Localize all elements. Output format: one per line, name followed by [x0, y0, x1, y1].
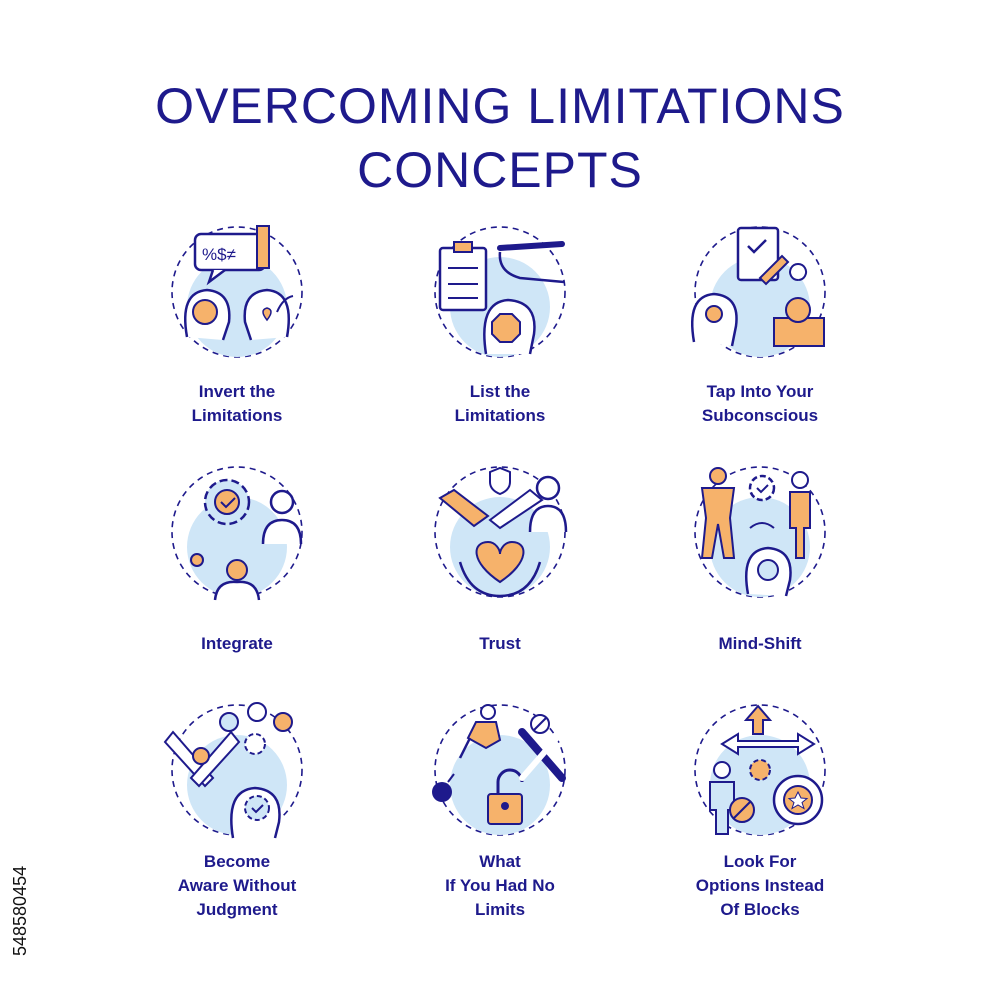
- concept-no-limits: What If You Had No Limits: [350, 700, 650, 930]
- label-line: If You Had No: [445, 876, 555, 895]
- concept-list-limitations: List the Limitations: [350, 222, 650, 437]
- concept-label: Tap Into Your Subconscious: [610, 380, 910, 428]
- page-title-line-2: CONCEPTS: [357, 142, 643, 198]
- handshake-heart-icon: [434, 466, 568, 598]
- concept-invert-limitations: %$≠ Invert the Limitations: [87, 222, 387, 437]
- label-line: Judgment: [196, 900, 278, 919]
- label-line: Of Blocks: [720, 900, 800, 919]
- label-line: Tap Into Your: [706, 382, 814, 401]
- concept-label: What If You Had No Limits: [350, 850, 650, 922]
- label-line: Integrate: [201, 634, 273, 653]
- clipboard-pen-stop-icon: [434, 226, 566, 358]
- person-transform-icon: [694, 466, 826, 598]
- concept-tap-subconscious: Tap Into Your Subconscious: [610, 222, 910, 437]
- concept-label: Look For Options Instead Of Blocks: [610, 850, 910, 922]
- label-line: Aware Without: [177, 876, 297, 895]
- label-line: Trust: [479, 634, 521, 653]
- concept-label: Mind-Shift: [610, 632, 910, 656]
- label-line: Limitations: [191, 406, 283, 425]
- concept-look-for-options: Look For Options Instead Of Blocks: [610, 700, 910, 930]
- label-line: Look For: [723, 852, 797, 871]
- label-line: Options Instead: [695, 876, 825, 895]
- emotions-crossed-hands-icon: [163, 702, 303, 839]
- svg-text:%$≠: %$≠: [202, 245, 236, 264]
- label-line: Limitations: [454, 406, 546, 425]
- directions-target-icon: [694, 704, 826, 836]
- label-line: Invert the: [198, 382, 276, 401]
- concept-label: Trust: [350, 632, 650, 656]
- concept-integrate: Integrate: [87, 462, 387, 662]
- speech-bubble-heads-icon: %$≠: [171, 225, 303, 358]
- concept-label: List the Limitations: [350, 380, 650, 428]
- page-title-line-1: OVERCOMING LIMITATIONS: [155, 78, 845, 134]
- label-line: Limits: [474, 900, 526, 919]
- stock-id-text: 548580454: [10, 866, 30, 956]
- concept-label: Integrate: [87, 632, 387, 656]
- concept-mind-shift: Mind-Shift: [610, 462, 910, 662]
- gear-person-icon: [171, 466, 303, 601]
- label-line: What: [479, 852, 521, 871]
- label-line: Become: [203, 852, 271, 871]
- label-line: Subconscious: [701, 406, 819, 425]
- stock-id-vertical-text: 548580454: [10, 866, 30, 956]
- sleep-lightbulb-icon: [690, 226, 826, 358]
- concept-label: Become Aware Without Judgment: [87, 850, 387, 922]
- label-line: Mind-Shift: [718, 634, 802, 653]
- jumping-unlocked-icon: [432, 704, 566, 836]
- concept-become-aware: Become Aware Without Judgment: [87, 700, 387, 930]
- concept-trust: Trust: [350, 462, 650, 662]
- concept-label: Invert the Limitations: [87, 380, 387, 428]
- label-line: List the: [469, 382, 531, 401]
